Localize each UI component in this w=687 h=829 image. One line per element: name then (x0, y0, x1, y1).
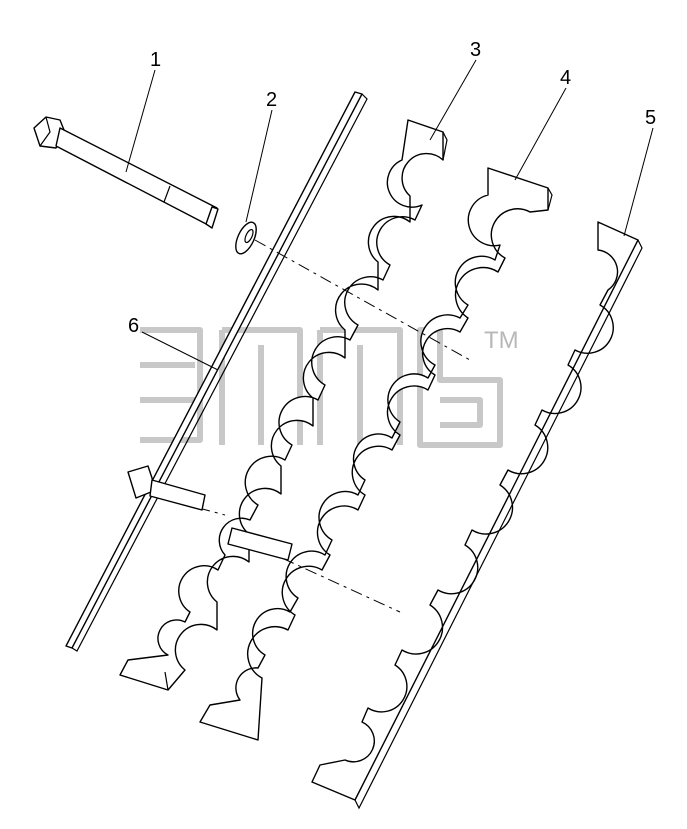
part-5-clamp-plate (311, 221, 643, 810)
callout-5: 5 (645, 107, 656, 129)
callout-6: 6 (128, 315, 139, 337)
watermark-logo: TM (140, 327, 519, 448)
part-4-clamp-plate (199, 167, 553, 741)
watermark-trademark: TM (484, 327, 519, 354)
lower-bolt (127, 465, 293, 561)
callout-leaders (125, 59, 654, 371)
callout-4: 4 (560, 67, 571, 89)
callout-3: 3 (470, 39, 481, 61)
part-6-strip (65, 91, 368, 652)
part-1-hex-bolt (33, 116, 219, 229)
part-2-washer (235, 221, 257, 255)
callout-2: 2 (266, 89, 277, 111)
callout-labels: 1 2 3 4 5 6 (128, 39, 656, 337)
part-3-clamp-plate (119, 119, 448, 691)
callout-1: 1 (150, 49, 161, 71)
